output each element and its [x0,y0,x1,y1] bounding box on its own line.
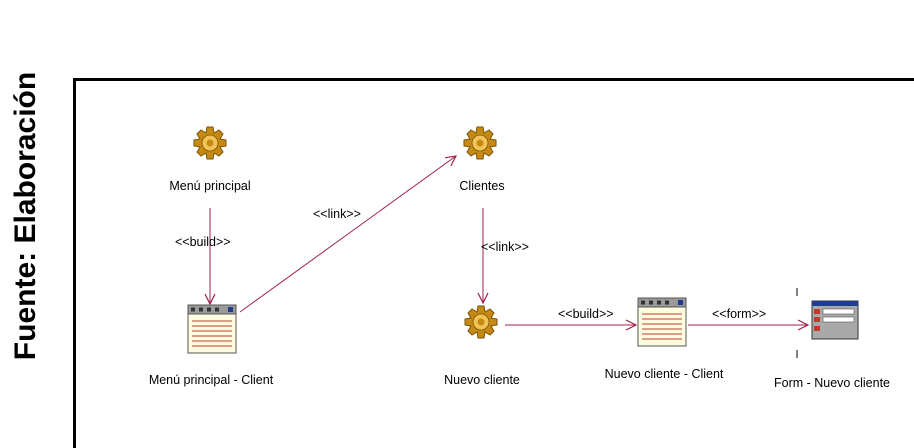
edge-label-link-1: <<link>> [313,207,361,221]
edge-label-build-1: <<build>> [175,235,231,249]
node-menu-principal[interactable]: Menú principal [169,126,251,193]
node-label-form-nuevo-cliente: Form - Nuevo cliente [774,376,890,390]
form-icon [811,300,859,340]
node-menu-principal-client[interactable]: Menú principal - Client [149,304,274,387]
edge-label-build-2: <<build>> [558,307,614,321]
node-clientes[interactable]: Clientes [459,126,505,193]
diagram-frame [73,78,914,448]
client-page-icon [637,297,687,347]
node-nuevo-cliente-client[interactable]: Nuevo cliente - Client [605,297,724,381]
node-label-clientes: Clientes [459,179,504,193]
node-label-menu-principal: Menú principal [169,179,250,193]
node-form-nuevo-cliente[interactable]: Form - Nuevo cliente [774,300,890,390]
node-label-menu-principal-client: Menú principal - Client [149,373,274,387]
gear-icon [463,126,497,160]
uml-diagram: <<build>> <<link>> <<link>> <<build>> <<… [149,126,890,390]
connector-link-1 [239,156,456,313]
edge-label-form-1: <<form>> [712,307,766,321]
gear-icon [464,305,498,339]
node-label-nuevo-cliente-client: Nuevo cliente - Client [605,367,724,381]
node-nuevo-cliente[interactable]: Nuevo cliente [444,305,520,387]
gear-icon [193,126,227,160]
client-page-icon [187,304,237,354]
edge-label-link-2: <<link>> [481,240,529,254]
node-label-nuevo-cliente: Nuevo cliente [444,373,520,387]
